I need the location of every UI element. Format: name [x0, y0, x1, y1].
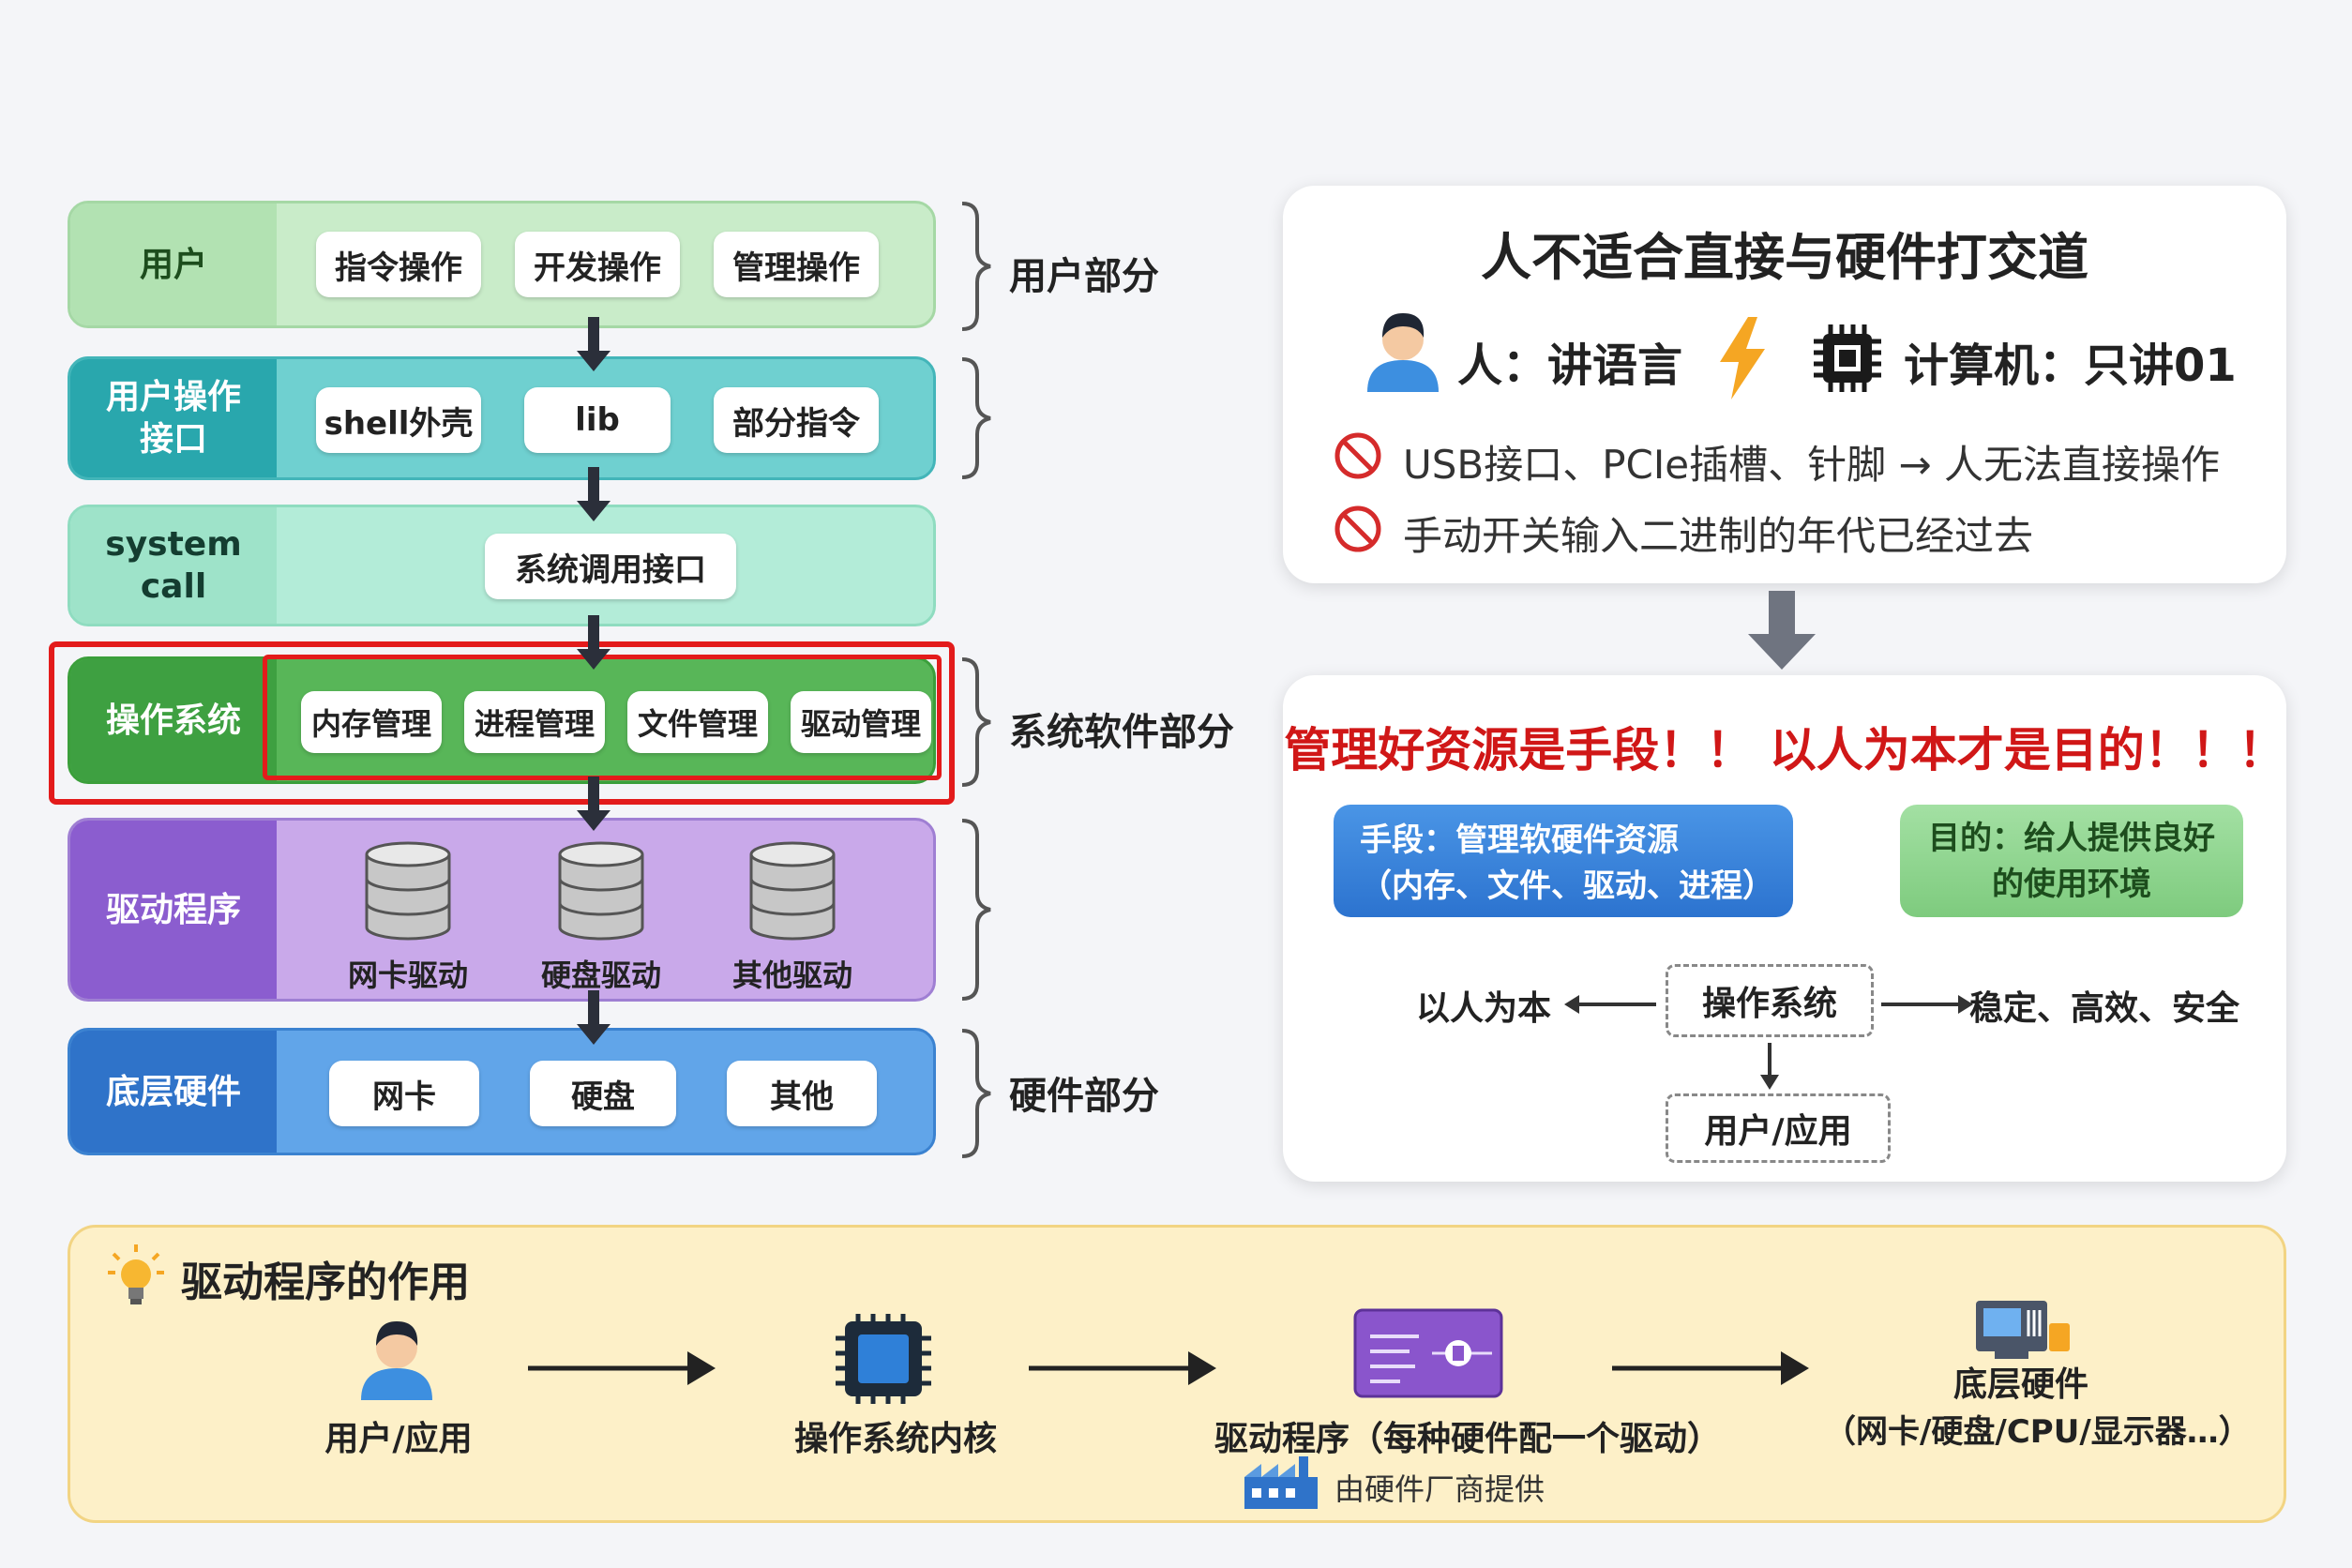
database-icon: [558, 841, 644, 941]
chip-icon: [1814, 324, 1881, 392]
right-arrow-icon: [1881, 995, 1973, 1014]
layer-hw-name: 底层硬件: [70, 1031, 277, 1153]
driver-disk: 硬盘驱动: [540, 957, 661, 993]
flow-left-label: 以人为本: [1416, 989, 1552, 1028]
os-highlight-inner: [263, 655, 942, 780]
step-driver: 驱动程序（每种硬件配一个驱动）: [1214, 1420, 1722, 1458]
driver-board-icon: [1353, 1308, 1503, 1398]
flow-user-app-box: 用户/应用: [1666, 1093, 1891, 1163]
chip-lib: lib: [524, 387, 671, 453]
right-arrow-icon: [1612, 1351, 1809, 1385]
forbidden-icon: [1334, 505, 1381, 552]
down-arrow-icon: [1760, 1043, 1779, 1090]
chip-shell: shell外壳: [316, 387, 481, 453]
chip-nic: 网卡: [329, 1061, 479, 1126]
chip-driver-mgmt: 驱动管理: [791, 691, 931, 753]
card-human-vs-hardware: 人不适合直接与硬件打交道 人：讲语言 计算机：只讲01 USB接口、PCIe插槽…: [1283, 186, 2286, 583]
down-arrow-icon: [577, 990, 611, 1045]
label-system-part: 系统软件部分: [1009, 711, 1234, 754]
brace-hardware-part: [961, 1029, 991, 1158]
driver-nic: 网卡驱动: [347, 957, 468, 993]
chip-command-op: 指令操作: [316, 232, 481, 297]
step-hardware: 底层硬件: [1952, 1365, 2088, 1404]
panel-title: 驱动程序的作用: [181, 1259, 470, 1306]
down-arrow-icon: [577, 317, 611, 371]
card-purpose: 管理好资源是手段！！ 以人为本才是目的！！！ 手段：管理软硬件资源 （内存、文件…: [1283, 675, 2286, 1182]
down-arrow-icon: [1748, 591, 1816, 670]
layer-user: 用户 指令操作 开发操作 管理操作: [68, 201, 936, 328]
driver-other: 其他驱动: [731, 957, 852, 993]
goal-box: 目的：给人提供良好 的使用环境: [1900, 805, 2243, 917]
down-arrow-icon: [577, 776, 611, 831]
left-arrow-icon: [1564, 995, 1656, 1014]
brace-user-part: [961, 202, 991, 331]
right-arrow-icon: [1029, 1351, 1216, 1385]
layer-user-interface: 用户操作 接口 shell外壳 lib 部分指令: [68, 356, 936, 480]
chip-other: 其他: [727, 1061, 877, 1126]
cpu-icon: [836, 1314, 931, 1404]
down-arrow-icon: [577, 615, 611, 670]
right-arrow-icon: [528, 1351, 716, 1385]
chip-partial-cmd: 部分指令: [714, 387, 879, 453]
brace-user-part-lower: [961, 357, 991, 479]
means-box: 手段：管理软硬件资源 （内存、文件、驱动、进程）: [1334, 805, 1793, 917]
chip-dev-op: 开发操作: [515, 232, 680, 297]
chip-admin-op: 管理操作: [714, 232, 879, 297]
label-hardware-part: 硬件部分: [1009, 1075, 1159, 1118]
person-icon: [1367, 313, 1439, 392]
card2-title: 管理好资源是手段！！ 以人为本才是目的！！！: [1284, 723, 2285, 777]
vendor-note: 由硬件厂商提供: [1334, 1471, 1545, 1507]
lightning-icon: [1720, 317, 1765, 400]
hardware-examples: （网卡/硬盘/CPU/显示器…）: [1824, 1413, 2251, 1451]
driver-role-panel: 驱动程序的作用 用户/应用 操作系统内核 驱动程序（每种硬件配一个驱动）: [68, 1225, 2286, 1523]
layer-user-name: 用户: [70, 204, 277, 325]
flow-right-label: 稳定、高效、安全: [1969, 989, 2240, 1028]
point-switches: 手动开关输入二进制的年代已经过去: [1403, 513, 2034, 559]
os-highlight-outer: [49, 641, 955, 805]
down-arrow-icon: [577, 467, 611, 521]
layer-driver: 驱动程序 网卡驱动 硬盘驱动: [68, 818, 936, 1002]
factory-icon: [1244, 1456, 1318, 1509]
label-user-part: 用户部分: [1009, 255, 1159, 298]
layer-os: 操作系统 内存管理 进程管理 文件管理 驱动管理: [68, 656, 936, 784]
chip-process-mgmt: 进程管理: [464, 691, 605, 753]
hardware-icon: [1976, 1301, 2070, 1359]
layer-syscall-name: system call: [70, 507, 277, 624]
layer-hardware: 底层硬件 网卡 硬盘 其他: [68, 1028, 936, 1155]
step-user-app: 用户/应用: [324, 1420, 473, 1458]
forbidden-icon: [1334, 432, 1381, 479]
point-usb: USB接口、PCIe插槽、针脚 → 人无法直接操作: [1403, 442, 2220, 488]
layer-ui-name: 用户操作 接口: [70, 359, 277, 477]
person-icon: [361, 1321, 432, 1400]
chip-disk: 硬盘: [530, 1061, 676, 1126]
card1-title: 人不适合直接与硬件打交道: [1481, 228, 2088, 287]
chip-file-mgmt: 文件管理: [627, 691, 768, 753]
chip-syscall-interface: 系统调用接口: [485, 534, 736, 599]
brace-system-part: [961, 657, 991, 787]
lightbulb-icon: [108, 1244, 164, 1304]
layer-system-call: system call 系统调用接口: [68, 505, 936, 626]
flow-os-box: 操作系统: [1666, 964, 1874, 1037]
database-icon: [365, 841, 451, 941]
brace-system-part-lower: [961, 819, 991, 1001]
database-icon: [749, 841, 836, 941]
chip-memory-mgmt: 内存管理: [301, 691, 442, 753]
human-speech: 人：讲语言: [1457, 339, 1683, 392]
layer-driver-name: 驱动程序: [70, 821, 277, 999]
step-os-kernel: 操作系统内核: [793, 1420, 997, 1458]
computer-speech: 计算机：只讲01: [1904, 339, 2237, 392]
layer-os-name: 操作系统: [70, 659, 277, 781]
